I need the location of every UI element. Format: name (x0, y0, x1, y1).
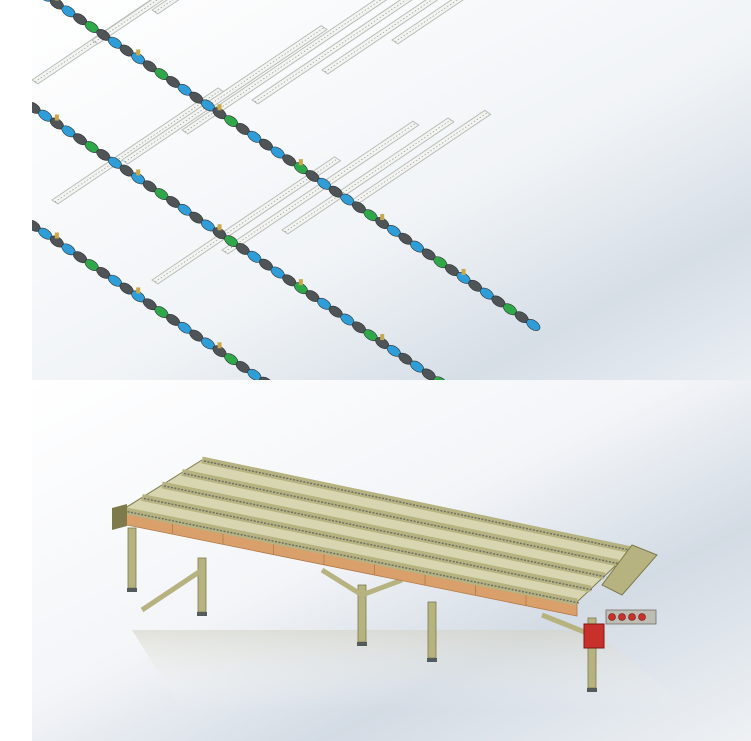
bracket-fastener (54, 114, 59, 121)
control-box (583, 623, 605, 649)
leg-brace (361, 577, 403, 598)
slat-bar (251, 0, 413, 105)
bracket-fastener (380, 334, 385, 341)
end-cap-right (601, 544, 658, 596)
bracket-fastener (380, 214, 385, 221)
frame-rail (161, 481, 606, 580)
control-box-group (583, 609, 657, 649)
chain-link (433, 376, 448, 380)
control-button (638, 613, 646, 621)
top-render-panel (32, 0, 751, 380)
bracket-fastener (54, 232, 59, 239)
slat-perforation (124, 27, 325, 163)
slat-bar (91, 0, 164, 45)
leg-foot (427, 658, 437, 662)
conveyor-table-render (32, 380, 751, 741)
bracket-fastener (54, 0, 59, 1)
leg-foot (587, 688, 597, 692)
bracket-fastener (298, 279, 303, 286)
leg-foot (357, 642, 367, 646)
leg-brace (140, 567, 204, 613)
table-leg (127, 527, 137, 589)
slat-perforation (254, 0, 407, 103)
slat-bar (391, 0, 464, 45)
leg-foot (127, 588, 137, 592)
slat-perforation (354, 112, 488, 203)
bracket-fastener (217, 104, 222, 111)
slat-bar (321, 0, 439, 75)
bottom-render-panel (32, 380, 751, 741)
legs-group (127, 527, 597, 692)
chain-rail (163, 485, 607, 578)
slat-bar (151, 0, 180, 15)
slat-perforation (324, 0, 433, 73)
slat-bar (181, 0, 388, 135)
slat-bar (221, 120, 420, 255)
chain-rail (183, 472, 621, 565)
reflection-band (132, 630, 692, 710)
slats-group (32, 0, 492, 285)
table-leg (427, 601, 437, 659)
floor-reflection (132, 630, 692, 710)
chain-link (259, 376, 274, 380)
table-leg (197, 557, 207, 613)
leg-foot (197, 612, 207, 616)
bracket-fastener (136, 169, 141, 176)
chain-link (526, 319, 541, 331)
chain-rail (143, 497, 593, 591)
bracket-fastener (298, 159, 303, 166)
bracket-fastener (136, 287, 141, 294)
bracket-fastener (217, 342, 222, 349)
control-button (628, 613, 636, 621)
chain-rail (123, 510, 580, 604)
leg-brace (320, 567, 364, 598)
chains-group (32, 0, 541, 380)
control-button (618, 613, 626, 621)
end-cap-left (112, 504, 127, 530)
chain-conveyor-render (32, 0, 751, 380)
bracket-fastener (461, 268, 466, 275)
bracket-fastener (217, 224, 222, 231)
frame-group (112, 456, 658, 617)
bracket-fastener (136, 49, 141, 56)
control-button (608, 613, 616, 621)
